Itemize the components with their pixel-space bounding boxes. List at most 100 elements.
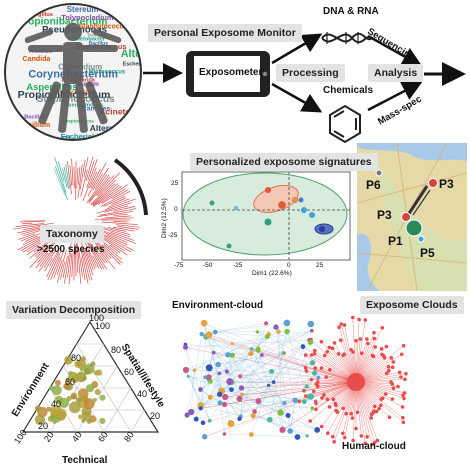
network-edge: [257, 349, 283, 430]
word-cloud-word: Tolypocladium: [50, 89, 96, 96]
network-edge: [355, 381, 404, 423]
pca-ytick: 0: [174, 206, 178, 213]
network-node: [310, 328, 314, 333]
pca-point: [309, 212, 315, 218]
pca-point: [209, 200, 215, 206]
network-node: [238, 385, 245, 391]
network-edge: [305, 354, 357, 383]
tree-branch: [88, 252, 96, 270]
network-node: [276, 329, 281, 334]
network-node: [238, 374, 243, 379]
tree-branch: [73, 240, 75, 281]
network-edge: [352, 381, 357, 441]
tree-branch: [86, 242, 103, 270]
network-edge: [278, 331, 296, 401]
tree-branch: [111, 197, 127, 205]
tree-branch: [68, 253, 73, 285]
network-node: [250, 347, 254, 351]
variation-label: Variation Decomposition: [6, 301, 142, 319]
network-edge: [355, 381, 368, 437]
network-node: [401, 393, 405, 398]
tree-branch: [90, 179, 116, 205]
tree-branch: [94, 217, 134, 220]
network-node: [205, 364, 213, 372]
network-edge: [333, 381, 357, 442]
network-edge: [186, 323, 205, 416]
network-node: [198, 406, 203, 411]
network-node: [349, 411, 354, 416]
network-node: [326, 431, 330, 436]
exposome-network: [182, 315, 408, 447]
network-node: [342, 435, 347, 440]
network-edge: [185, 369, 227, 372]
tree-branch: [117, 226, 139, 230]
network-node: [229, 352, 235, 358]
tree-branch: [99, 227, 131, 238]
network-node: [207, 394, 213, 400]
network-node: [294, 434, 301, 440]
word-cloud-word: Alternaria: [90, 123, 130, 133]
tree-branch: [86, 159, 98, 188]
tree-branch: [82, 167, 97, 202]
tree-branch: [80, 239, 93, 281]
tree-branch: [113, 221, 129, 223]
tree-branch: [88, 176, 111, 204]
tree-branch: [75, 241, 79, 273]
network-node: [279, 426, 286, 433]
network-edge: [225, 381, 357, 398]
network-node: [207, 418, 212, 423]
tree-branch: [109, 231, 135, 241]
pca-ylabel: Dim2 (12.5%): [161, 198, 168, 238]
technical-label: Technical: [62, 455, 108, 466]
network-node: [389, 356, 394, 360]
network-node: [391, 360, 396, 364]
network-node: [215, 361, 222, 368]
tree-branch: [55, 166, 69, 201]
network-node: [382, 355, 387, 360]
tree-branch: [71, 158, 74, 186]
ternary-point: [81, 418, 86, 423]
network-node: [264, 321, 269, 326]
tree-branch: [76, 167, 79, 189]
network-edge: [210, 355, 233, 398]
network-node: [217, 371, 222, 376]
network-node: [206, 374, 212, 380]
ternary-right-tick: 20: [150, 411, 161, 421]
tree-branch: [99, 229, 137, 244]
phone-device: [186, 51, 270, 97]
network-edge: [232, 355, 241, 377]
network-node: [307, 320, 315, 328]
network-node: [221, 401, 228, 408]
network-node: [384, 344, 389, 349]
network-edge: [310, 381, 357, 422]
tree-branch: [84, 250, 94, 276]
network-node: [227, 420, 235, 427]
ternary-point: [37, 406, 48, 418]
network-edge: [258, 348, 357, 383]
arrow-sequencing: [367, 34, 423, 67]
network-node: [311, 389, 316, 394]
network-node: [370, 442, 374, 447]
tree-branch: [104, 215, 131, 219]
network-edge: [344, 381, 357, 438]
network-edge: [201, 323, 267, 335]
tree-branch: [92, 185, 122, 207]
tree-branch: [63, 242, 72, 284]
arrow-to-dna: [271, 33, 323, 65]
network-node: [390, 365, 395, 370]
ternary-point: [54, 395, 64, 405]
network-node: [281, 351, 285, 355]
tree-branch: [101, 244, 123, 264]
network-edge: [213, 352, 318, 431]
tree-branch: [84, 241, 97, 268]
network-edge: [204, 323, 357, 383]
network-node: [341, 406, 346, 411]
tree-branch: [103, 195, 126, 207]
network-edge: [208, 330, 312, 378]
tree-branch: [47, 250, 62, 281]
network-node: [301, 399, 307, 405]
network-node: [186, 374, 190, 378]
network-edge: [239, 381, 357, 400]
network-node: [334, 408, 338, 413]
tree-branch: [111, 189, 129, 200]
